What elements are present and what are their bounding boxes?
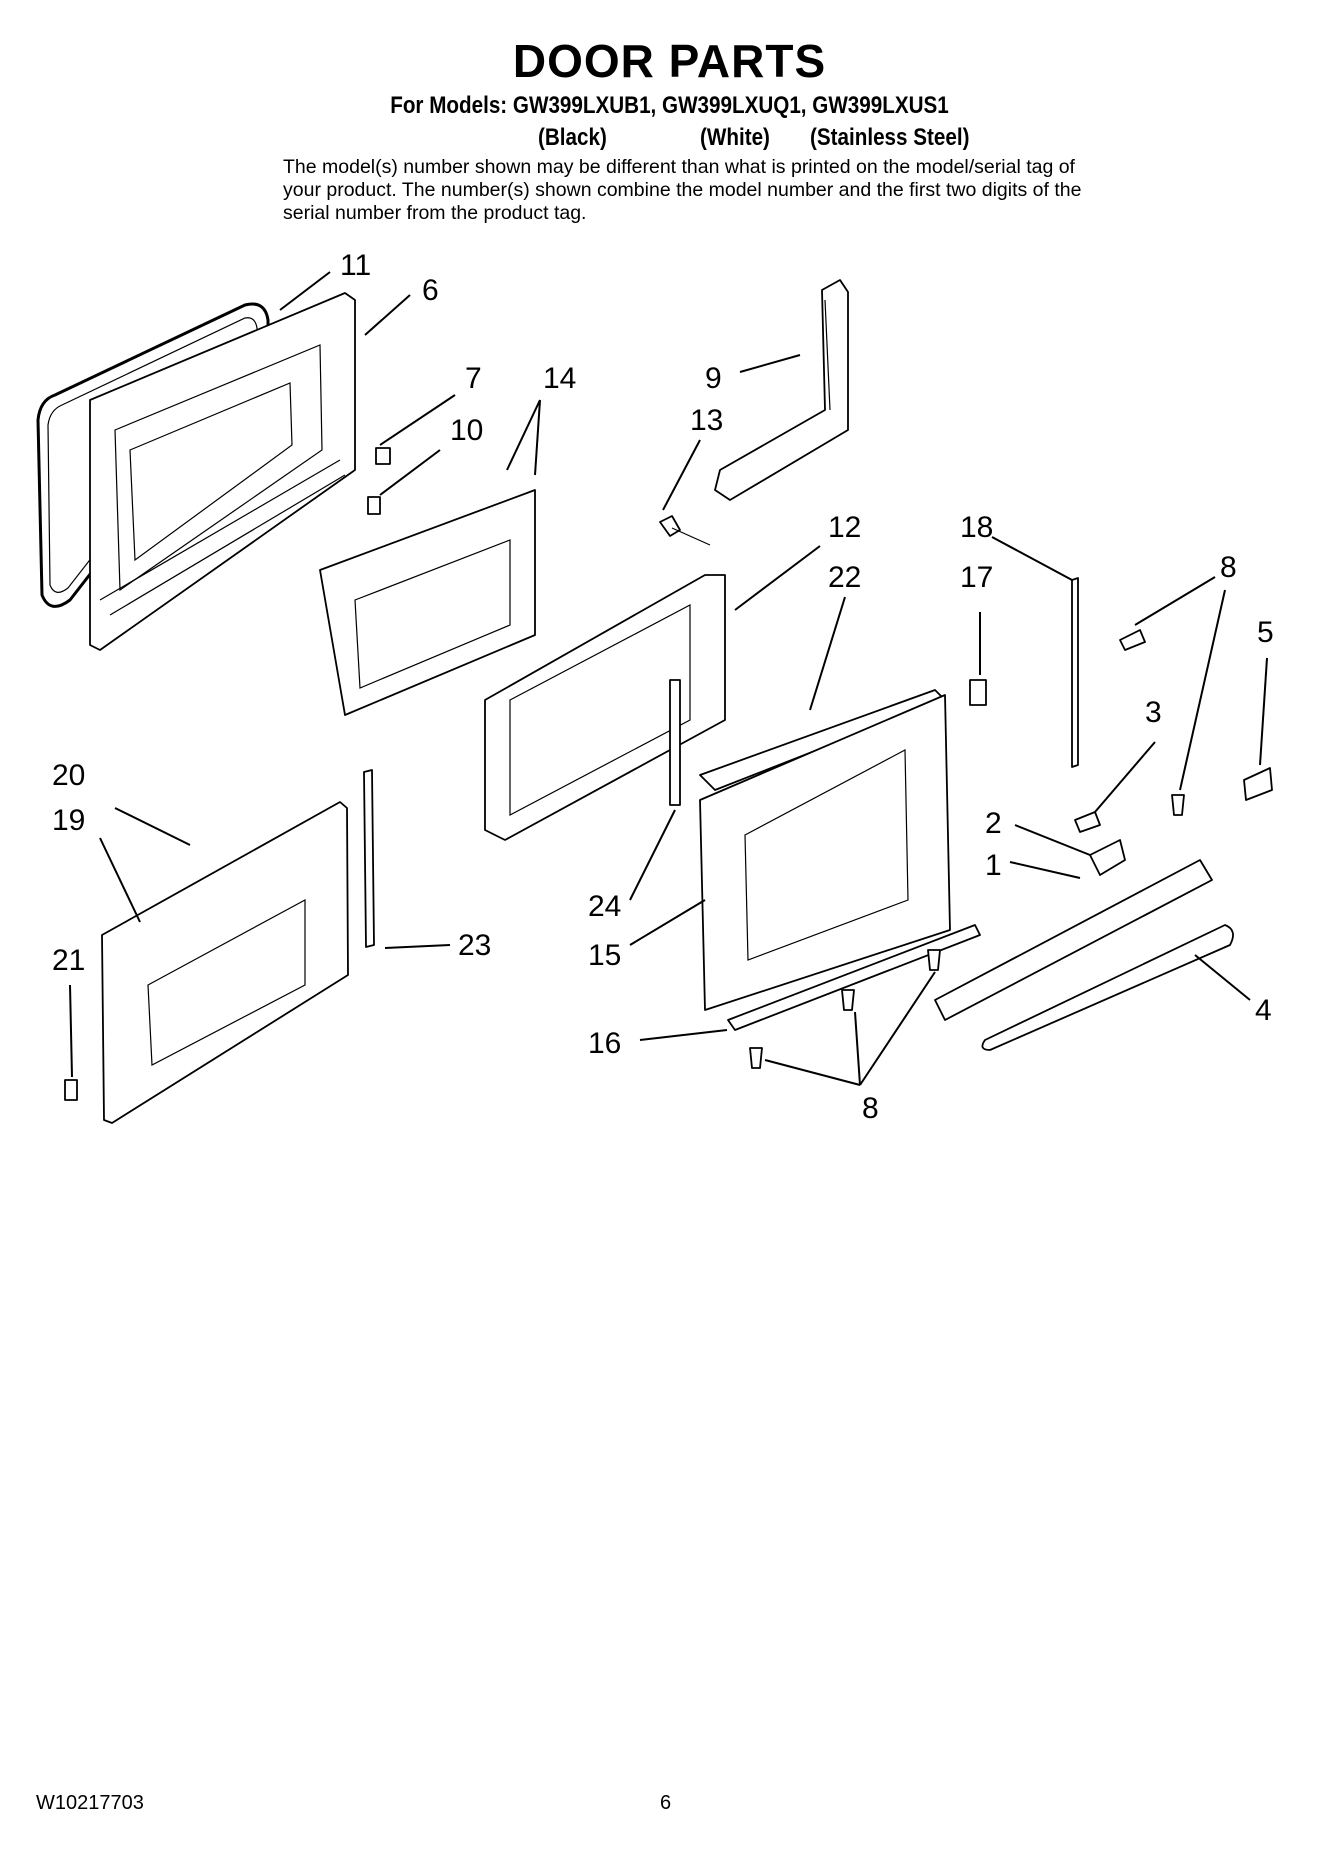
callout-3: 3 [1145, 696, 1162, 729]
callout-5: 5 [1257, 616, 1274, 649]
part-24-strip [669, 679, 681, 806]
part-7-hinge-receiver [375, 447, 391, 465]
part-4-door-handle [981, 924, 1234, 1051]
callout-13: 13 [690, 404, 723, 437]
part-23-vent-strip [363, 769, 375, 948]
callout-21: 21 [52, 944, 85, 977]
part-3-screw [1074, 811, 1101, 833]
part-12-door-liner [484, 574, 726, 841]
callout-24: 24 [588, 890, 621, 923]
callout-7: 7 [465, 362, 482, 395]
callout-17: 17 [960, 561, 993, 594]
page-number: 6 [660, 1792, 672, 1814]
callout-2: 2 [985, 807, 1002, 840]
part-15-door-glass [699, 694, 951, 1011]
part-13-screw [659, 515, 711, 546]
callout-8-top: 8 [1220, 551, 1237, 584]
part-10-spacer [367, 496, 381, 515]
callout-11: 11 [340, 249, 371, 282]
callout-4: 4 [1255, 994, 1272, 1027]
callout-23: 23 [458, 929, 491, 962]
part-19-outer-door [101, 801, 349, 1124]
part-2-hinge-bracket [1089, 839, 1126, 876]
part-1-handle-bracket [934, 859, 1213, 1021]
callout-19: 19 [52, 804, 85, 837]
part-5-label [1243, 767, 1273, 801]
part-21-clip [64, 1079, 78, 1101]
callout-16: 16 [588, 1027, 621, 1060]
part-9-trim-bracket [714, 279, 849, 501]
part-6-inner-door [89, 292, 356, 651]
callout-12: 12 [828, 511, 861, 544]
callout-1: 1 [985, 849, 1002, 882]
callout-20: 20 [52, 759, 85, 792]
part-8-screws [749, 629, 1185, 1069]
callout-22: 22 [828, 561, 861, 594]
callout-6: 6 [422, 274, 439, 307]
callout-10: 10 [450, 414, 483, 447]
callout-9: 9 [705, 362, 722, 395]
page-title: DOOR PARTS [512, 35, 827, 87]
color-stainless-label: (Stainless Steel) [810, 124, 970, 151]
part-14-glass-panel [319, 489, 536, 716]
callout-18: 18 [960, 511, 993, 544]
models-line: For Models: GW399LXUB1, GW399LXUQ1, GW39… [390, 92, 949, 119]
callout-14: 14 [543, 362, 576, 395]
model-number-note: The model(s) number shown may be differe… [283, 156, 1082, 224]
leader-arrows [69, 271, 1268, 1086]
color-black-label: (Black) [538, 124, 607, 151]
part-16-bottom-trim [727, 924, 981, 1031]
part-18-sensor [1071, 577, 1079, 768]
callout-8-bottom: 8 [862, 1092, 879, 1125]
part-17-label [969, 679, 987, 706]
part-11-door-gasket [36, 302, 270, 608]
color-white-label: (White) [700, 124, 770, 151]
callout-15: 15 [588, 939, 621, 972]
document-number: W10217703 [36, 1792, 144, 1814]
